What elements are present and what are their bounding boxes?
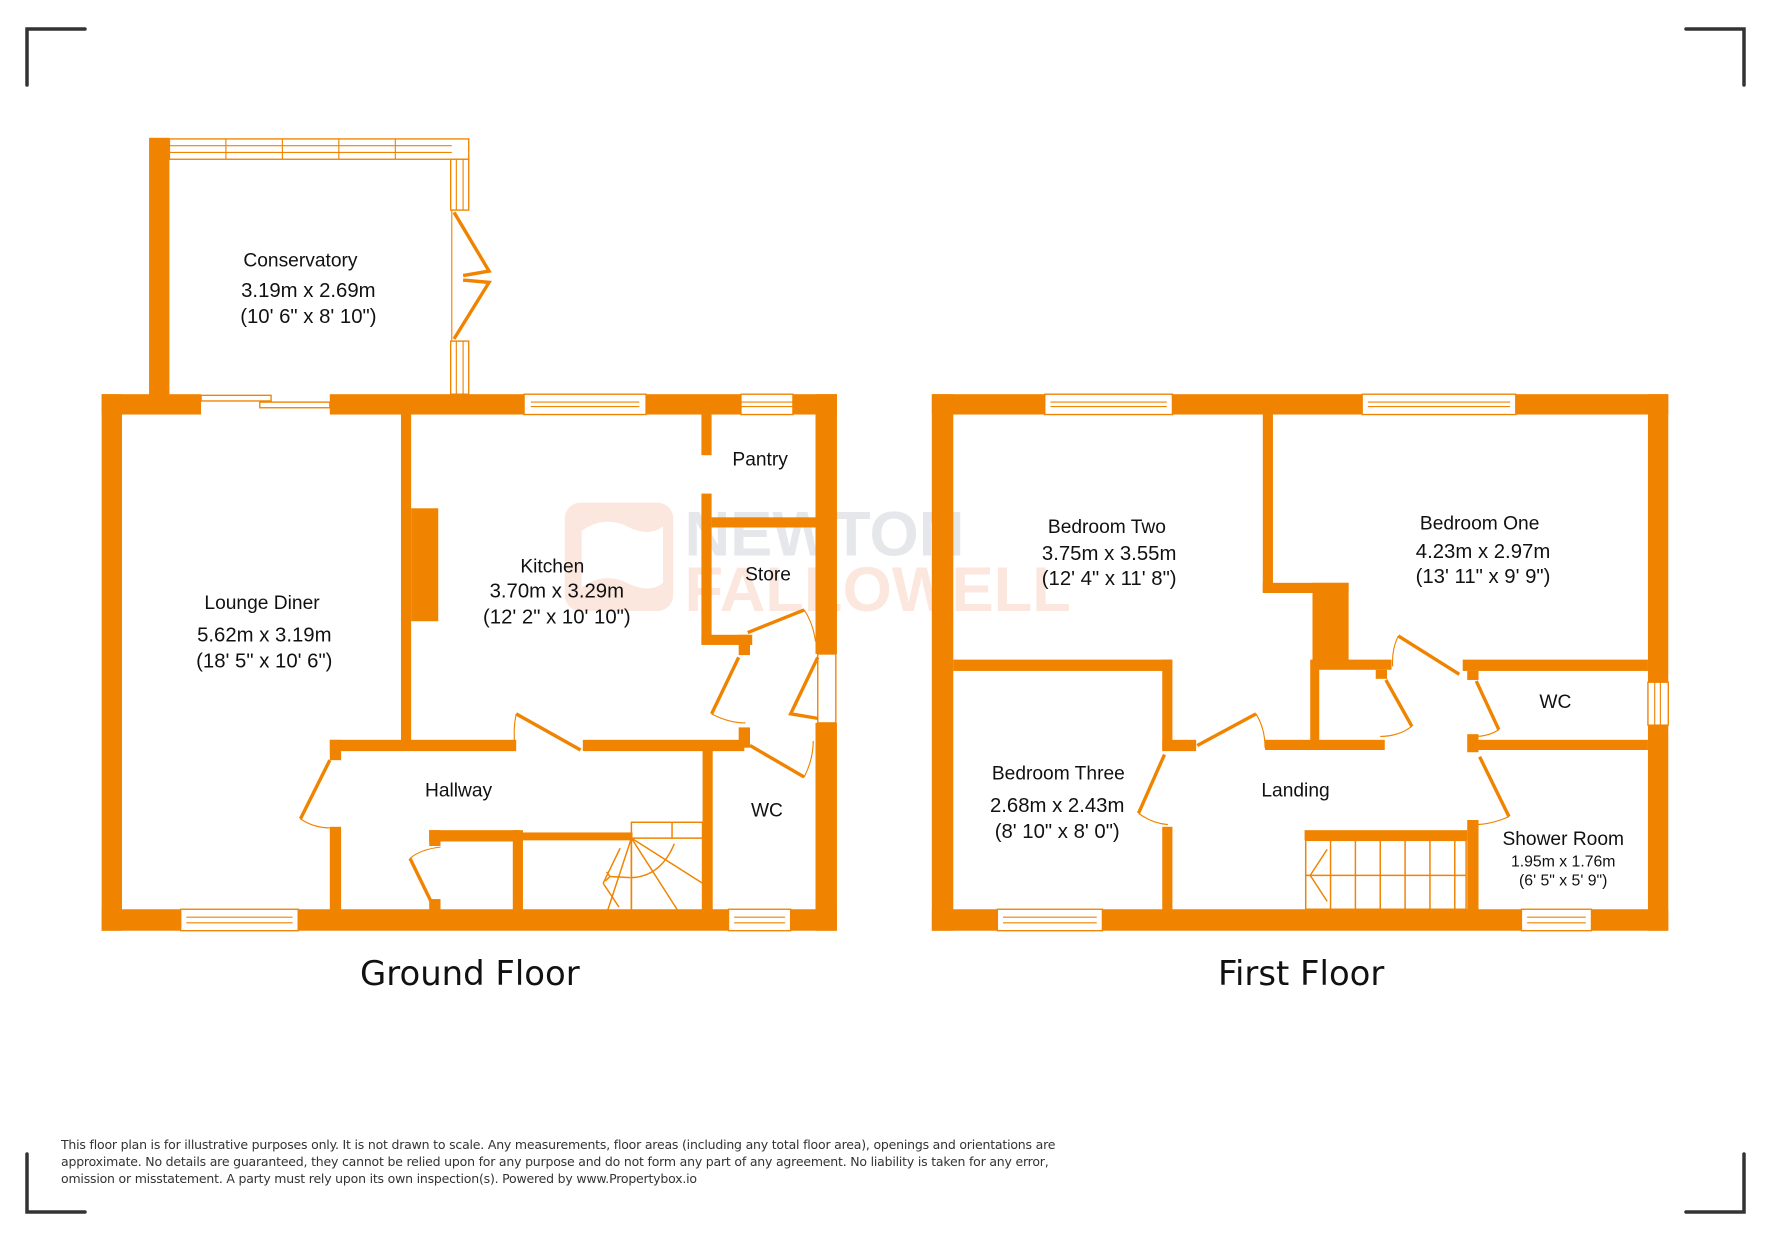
room-name: Kitchen (520, 557, 584, 578)
room-wc-first: WC (1539, 692, 1571, 713)
room-metric: 5.62m x 3.19m (197, 625, 331, 647)
room-metric: 4.23m x 2.97m (1416, 541, 1550, 563)
stairs (602, 821, 704, 912)
disclaimer-line-2: approximate. No details are guaranteed, … (61, 1154, 1049, 1169)
room-bedroom-one: Bedroom One 4.23m x 2.97m (13' 11" x 9' … (1416, 514, 1551, 588)
room-imperial: (10' 6" x 8' 10") (240, 306, 376, 328)
room-landing: Landing (1261, 780, 1329, 801)
room-name: Bedroom Three (992, 763, 1125, 784)
room-pantry: Pantry (732, 449, 788, 470)
room-imperial: (13' 11" x 9' 9") (1416, 566, 1551, 588)
corner-mark-bottom-right (1684, 1152, 1746, 1214)
corner-mark-top-right (1684, 27, 1746, 87)
room-shower-room: Shower Room 1.95m x 1.76m (6' 5" x 5' 9"… (1502, 829, 1624, 890)
room-metric: 1.95m x 1.76m (1511, 853, 1616, 870)
first-floor-label: First Floor (1218, 954, 1384, 993)
room-name: Shower Room (1502, 829, 1624, 850)
room-conservatory: Conservatory 3.19m x 2.69m (10' 6" x 8' … (240, 251, 376, 328)
first-floor-plan: Bedroom Two 3.75m x 3.55m (12' 4" x 11' … (931, 393, 1669, 993)
watermark-fallowell: FALLOWELL (684, 555, 1070, 625)
corner-mark-bottom-left (25, 1152, 87, 1214)
room-imperial: (6' 5" x 5' 9") (1519, 873, 1607, 890)
ground-floor-plan: Conservatory 3.19m x 2.69m (10' 6" x 8' … (101, 137, 837, 993)
room-bedroom-two: Bedroom Two 3.75m x 3.55m (12' 4" x 11' … (1042, 517, 1177, 590)
room-hallway: Hallway (425, 780, 493, 801)
ground-floor-label: Ground Floor (360, 954, 580, 993)
corner-marks (25, 27, 1746, 1214)
room-imperial: (12' 2" x 10' 10") (483, 606, 631, 628)
room-name: Bedroom Two (1048, 517, 1166, 538)
room-name: Conservatory (243, 251, 358, 272)
stairs-first-floor (1304, 839, 1467, 910)
room-metric: 3.70m x 3.29m (490, 581, 624, 603)
disclaimer-line-1: This floor plan is for illustrative purp… (61, 1137, 1056, 1152)
corner-mark-top-left (25, 27, 87, 87)
room-bedroom-three: Bedroom Three 2.68m x 2.43m (8' 10" x 8'… (990, 763, 1125, 843)
room-imperial: (8' 10" x 8' 0") (995, 821, 1120, 843)
disclaimer: This floor plan is for illustrative purp… (61, 1136, 1261, 1187)
watermark: NEWTON FALLOWELL (564, 500, 1071, 625)
room-imperial: (12' 4" x 11' 8") (1042, 568, 1177, 590)
disclaimer-line-3: omission or misstatement. A party must r… (61, 1171, 697, 1186)
room-wc-ground: WC (751, 801, 783, 822)
room-name: Lounge Diner (204, 593, 320, 614)
room-imperial: (18' 5" x 10' 6") (196, 651, 332, 673)
room-metric: 3.19m x 2.69m (241, 280, 375, 302)
flag-icon (581, 521, 664, 589)
room-metric: 2.68m x 2.43m (990, 795, 1124, 817)
room-kitchen: Kitchen 3.70m x 3.29m (12' 2" x 10' 10") (483, 557, 631, 629)
room-lounge-diner: Lounge Diner 5.62m x 3.19m (18' 5" x 10'… (196, 593, 332, 673)
room-store: Store (745, 565, 791, 586)
room-metric: 3.75m x 3.55m (1042, 543, 1176, 565)
room-name: Bedroom One (1420, 514, 1539, 535)
